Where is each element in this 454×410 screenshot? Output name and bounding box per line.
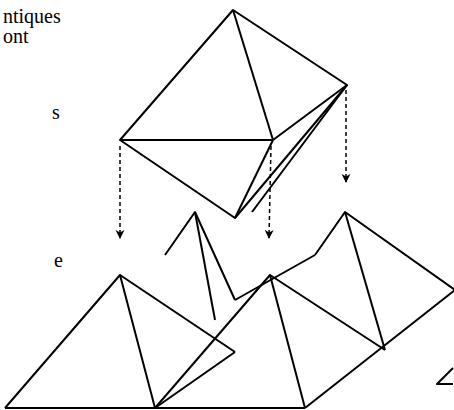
text-fragment: ntiques — [3, 6, 61, 26]
text-fragment: e — [54, 250, 63, 270]
octahedron — [120, 10, 347, 218]
drop-arrows — [120, 90, 346, 238]
pyramid-row — [5, 212, 454, 408]
text-fragment: ont — [3, 26, 29, 46]
text-fragment: s — [52, 102, 60, 122]
